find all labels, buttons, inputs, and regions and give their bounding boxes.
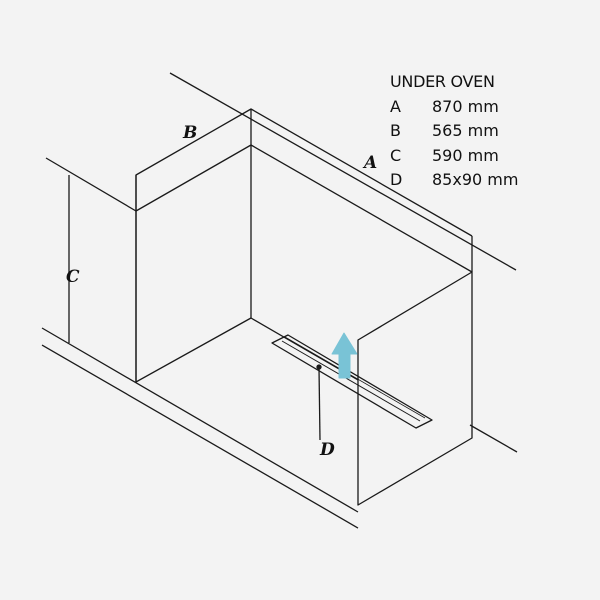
legend-letter: B xyxy=(390,121,401,140)
legend-value: 590 mm xyxy=(432,145,499,165)
top-panel xyxy=(250,108,473,273)
legend-row-a: A 870 mm xyxy=(390,95,518,120)
legend-value: 565 mm xyxy=(432,121,499,140)
legend-letter: A xyxy=(390,96,401,116)
legend-row-d: D 85x90 mm xyxy=(390,168,518,193)
legend-letter: C xyxy=(390,145,402,165)
left-panel xyxy=(135,108,252,382)
vent-slot xyxy=(271,334,433,429)
leader-d xyxy=(316,364,322,441)
dimension-legend: UNDER OVEN A 870 mm B 565 mm C 590 mm D … xyxy=(390,70,518,193)
legend-value: 85x90 mm xyxy=(432,170,519,189)
floor-lines xyxy=(41,327,518,529)
wall-lines xyxy=(45,72,517,271)
legend-title: UNDER OVEN xyxy=(390,72,495,91)
base-panel xyxy=(135,317,359,383)
airflow-arrow-icon xyxy=(331,332,358,379)
legend-row-c: C 590 mm xyxy=(390,144,518,169)
legend-letter: D xyxy=(390,170,403,189)
legend-row-b: B 565 mm xyxy=(390,119,518,144)
dim-label-d: D xyxy=(319,440,335,460)
dim-label-b: B xyxy=(182,123,197,143)
legend-value: 870 mm xyxy=(432,96,499,116)
dim-label-a: A xyxy=(362,153,377,173)
dim-label-c: C xyxy=(66,267,80,287)
right-panel xyxy=(357,271,473,506)
